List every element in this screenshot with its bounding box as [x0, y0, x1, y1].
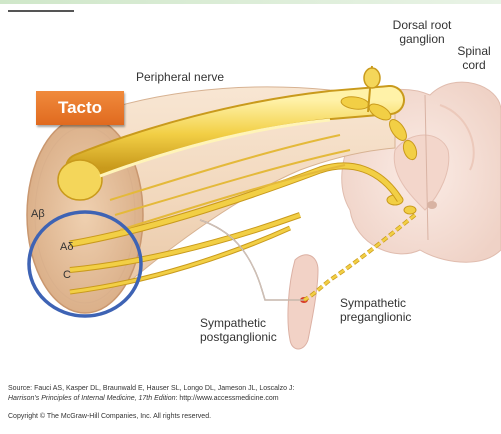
a-delta-label: Aδ [60, 240, 73, 254]
spinal-cord-label: Spinal cord [452, 44, 496, 72]
a-beta-label: Aβ [31, 207, 45, 221]
source-citation: Source: Fauci AS, Kasper DL, Braunwald E… [8, 384, 496, 404]
tacto-label: Tacto [36, 91, 124, 125]
sympathetic-preganglionic-label: Sympathetic preganglionic [340, 296, 411, 324]
c-fiber-label: C [63, 268, 71, 282]
sympathetic-ganglion [288, 255, 318, 349]
source-prefix: Source: Fauci AS, Kasper DL, Braunwald E… [8, 385, 294, 392]
sympathetic-postganglionic-label: Sympathetic postganglionic [200, 316, 277, 344]
copyright-notice: Copyright © The McGraw-Hill Companies, I… [8, 413, 211, 420]
source-suffix: : http://www.accessmedicine.com [175, 395, 278, 402]
peripheral-nerve-label: Peripheral nerve [136, 70, 224, 84]
source-book: Harrison's Principles of Internal Medici… [8, 395, 175, 402]
dorsal-root-ganglion-label: Dorsal root ganglion [382, 18, 462, 46]
